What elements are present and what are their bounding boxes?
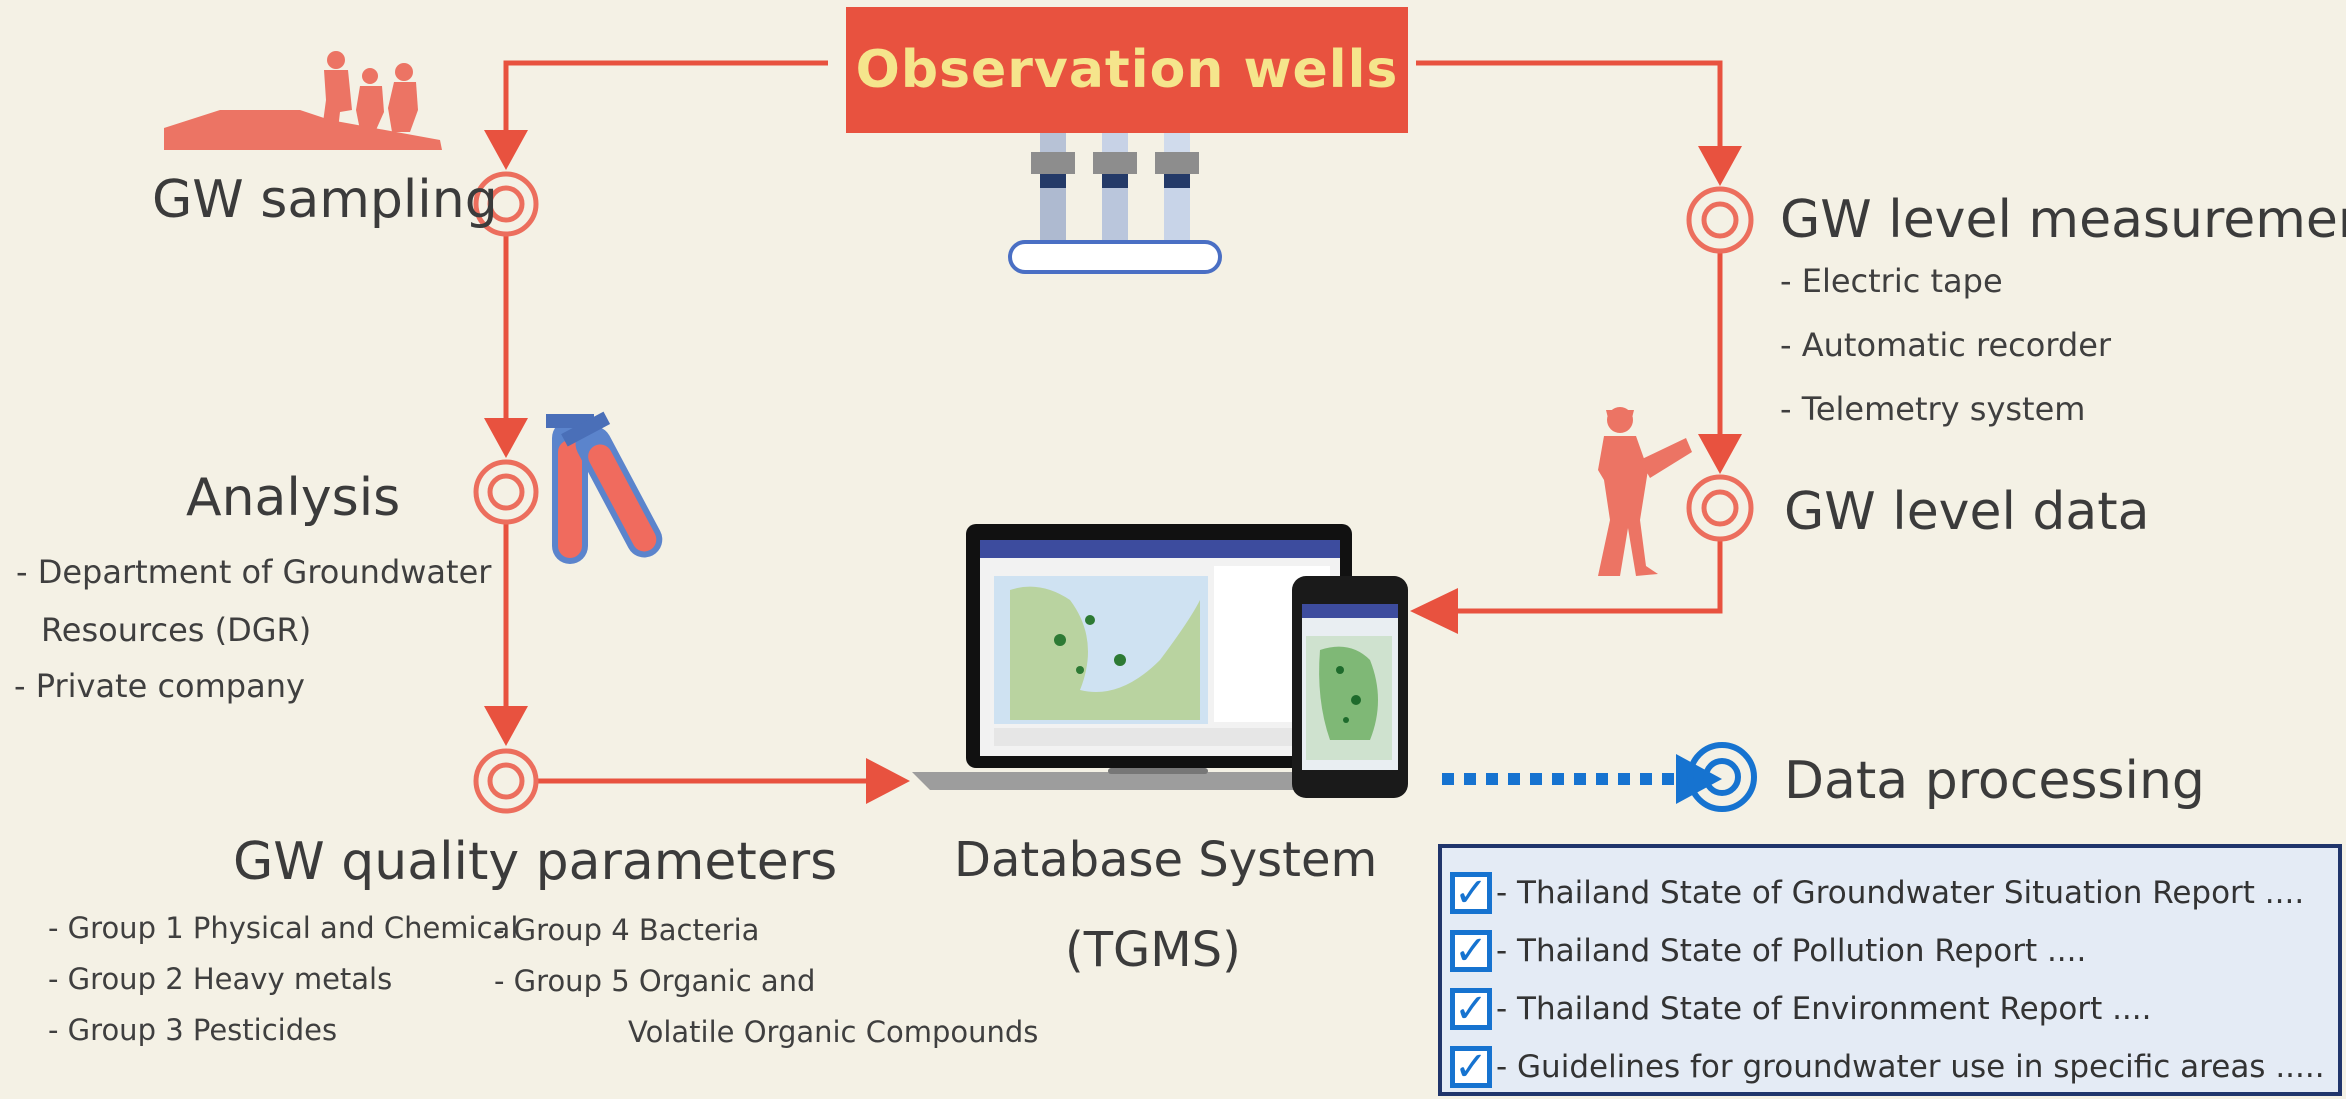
report-item: ✓ - Guidelines for groundwater use in sp… [1450, 1042, 2325, 1092]
arrow-head-down [484, 418, 528, 458]
node-title-gw-quality: GW quality parameters [233, 832, 838, 892]
node-title-gw-level-measurements: GW level measurements [1780, 190, 2346, 250]
arrow-head-down [1698, 434, 1742, 474]
database-label: Database System [954, 832, 1378, 888]
quality-group: - Group 1 Physical and Chemical [48, 911, 519, 945]
report-item: ✓ - Thailand State of Pollution Report .… [1450, 926, 2086, 976]
report-label: - Thailand State of Pollution Report ...… [1496, 933, 2087, 969]
node-circle-leveldata [1686, 474, 1754, 542]
quality-group: - Group 3 Pesticides [48, 1013, 338, 1047]
arrow-head-down [484, 706, 528, 746]
report-item: ✓ - Thailand State of Environment Report… [1450, 984, 2152, 1034]
node-title-gw-level-data: GW level data [1784, 482, 2150, 542]
node-circle-processing [1687, 742, 1757, 812]
arrow-head-right-blue [1676, 754, 1722, 804]
node-circle-sampling [473, 171, 539, 237]
checkbox-icon: ✓ [1450, 1046, 1492, 1088]
checkbox-icon: ✓ [1450, 872, 1492, 914]
measurement-method: - Telemetry system [1780, 390, 2086, 428]
checkbox-icon: ✓ [1450, 930, 1492, 972]
quality-group: - Group 2 Heavy metals [48, 962, 393, 996]
flow-line-title-to-sampling [503, 60, 828, 130]
analysis-lab: Resources (DGR) [41, 611, 312, 649]
node-circle-analysis [473, 459, 539, 525]
flow-line-title-to-measurements [1416, 60, 1723, 148]
report-label: - Thailand State of Environment Report .… [1496, 991, 2152, 1027]
quality-group: - Group 5 Organic and [494, 964, 816, 998]
quality-group: - Group 4 Bacteria [494, 913, 760, 947]
laptop-icon [912, 524, 1402, 790]
arrow-head-down [484, 130, 528, 170]
database-label-acronym: (TGMS) [1065, 922, 1241, 978]
node-circle-quality [473, 748, 539, 814]
smartphone-icon [1292, 576, 1408, 798]
page-title: Observation wells [855, 40, 1399, 100]
observation-wells-title-box: Observation wells [846, 7, 1408, 133]
workers-silhouette-icon [164, 51, 442, 150]
surveyor-silhouette-icon [1598, 407, 1692, 576]
analysis-lab: - Department of Groundwater [16, 553, 492, 591]
measurement-method: - Automatic recorder [1780, 326, 2112, 364]
node-circle-measurements [1686, 186, 1754, 254]
arrow-head-left [1410, 588, 1458, 634]
report-label: - Thailand State of Groundwater Situatio… [1496, 875, 2305, 911]
report-label: - Guidelines for groundwater use in spec… [1496, 1049, 2325, 1085]
quality-group: Volatile Organic Compounds [628, 1015, 1039, 1049]
node-title-data-processing: Data processing [1784, 751, 2205, 811]
analysis-lab: - Private company [14, 667, 305, 705]
checkbox-icon: ✓ [1450, 988, 1492, 1030]
test-tubes-icon [546, 411, 663, 564]
measurement-method: - Electric tape [1780, 262, 2003, 300]
node-title-analysis: Analysis [186, 468, 401, 528]
node-title-gw-sampling: GW sampling [152, 170, 498, 230]
report-item: ✓ - Thailand State of Groundwater Situat… [1450, 868, 2304, 918]
reports-panel: ✓ - Thailand State of Groundwater Situat… [1438, 844, 2342, 1096]
flow-line-leveldata-to-database [1454, 541, 1723, 614]
arrow-head-right [866, 758, 910, 804]
arrow-head-down [1698, 146, 1742, 186]
well-pipes-icon [1008, 120, 1222, 274]
